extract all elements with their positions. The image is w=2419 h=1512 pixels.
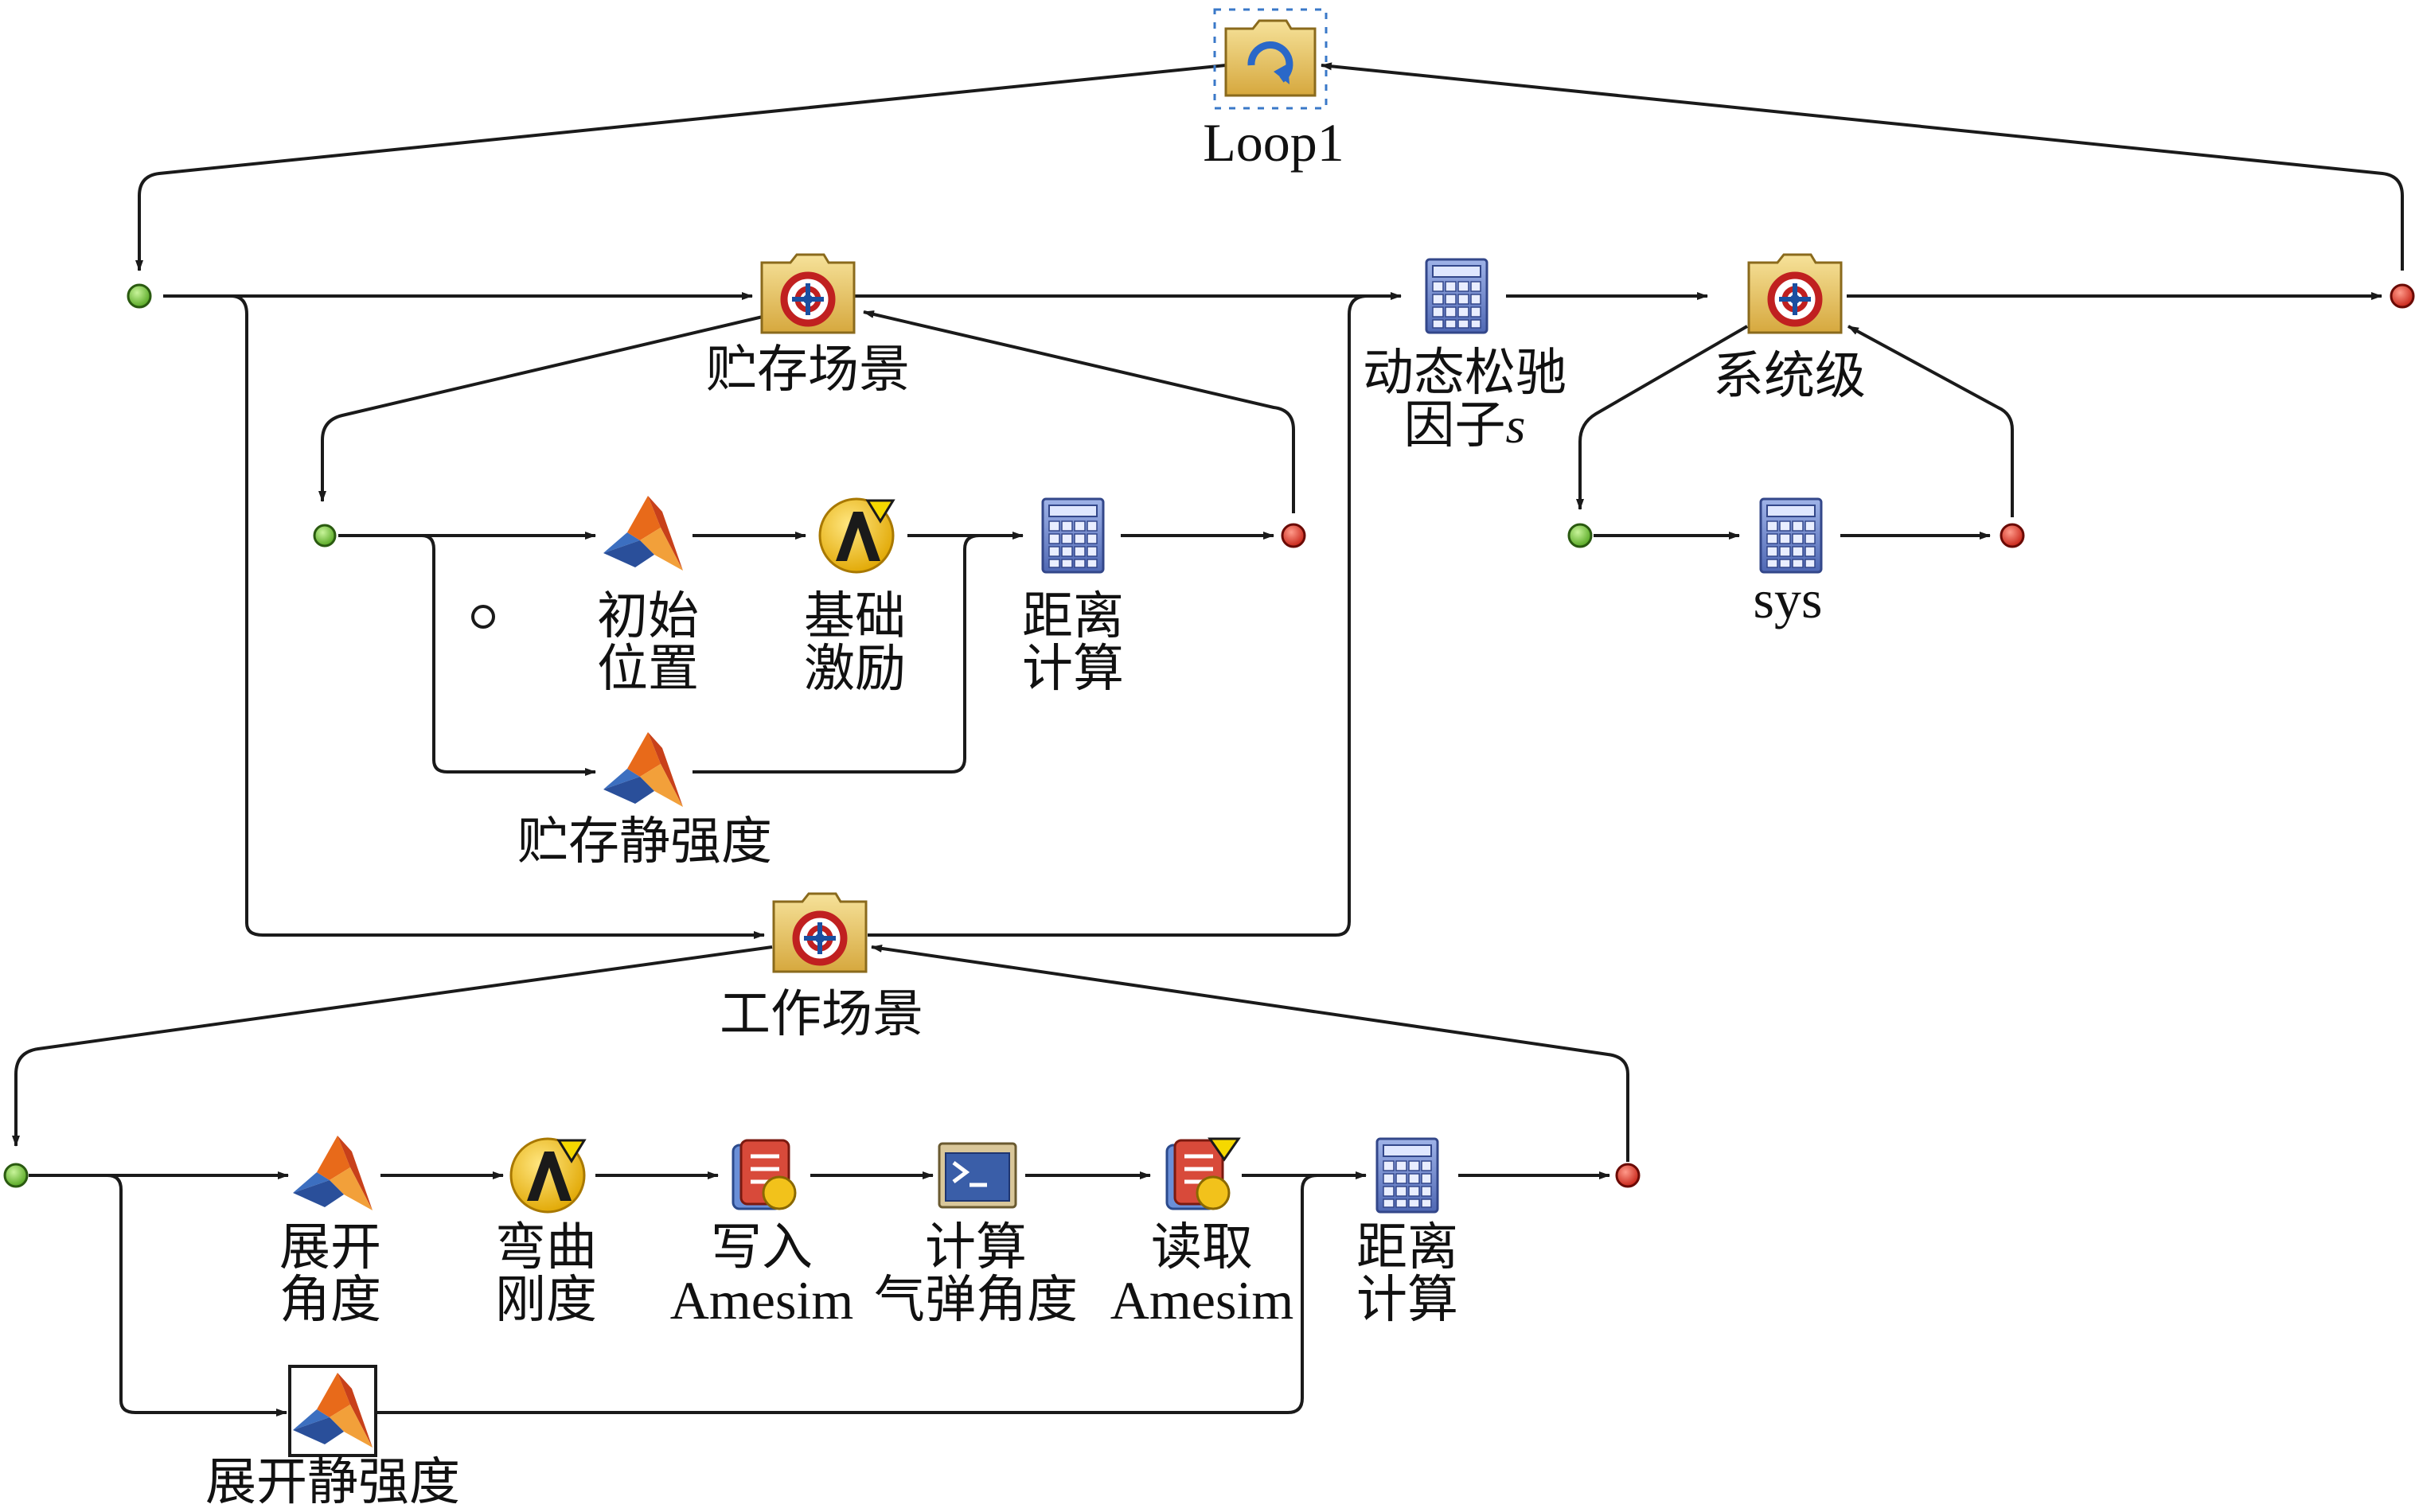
working-start-node[interactable] (3, 1163, 29, 1188)
loop-connectors (135, 62, 2404, 271)
storage-scenario-label: 贮存场景 (706, 341, 910, 399)
working-scenario-label: 工作场景 (720, 985, 923, 1044)
system-start-node[interactable] (1567, 523, 1593, 548)
sys-label: sys (1753, 569, 1823, 629)
storage-subflow-connectors (318, 310, 1295, 776)
bending-stiffness-excel-icon[interactable] (509, 1137, 586, 1214)
top-end-node[interactable] (2390, 283, 2415, 309)
storage-end-node[interactable] (1281, 523, 1306, 548)
deploy-angle-label: 展开角度 (279, 1218, 381, 1330)
dynamic-relaxation-label: 动态松驰 因子s (1363, 344, 1566, 455)
working-scenario-icon[interactable] (774, 894, 866, 972)
top-flow-connectors (163, 292, 2382, 939)
initial-position-label: 初始位置 (597, 587, 699, 699)
top-start-node[interactable] (127, 283, 152, 309)
loop-folder-icon[interactable] (1213, 8, 1328, 110)
working-end-node[interactable] (1615, 1163, 1641, 1188)
deploy-static-strength-label: 展开静强度 (205, 1453, 460, 1512)
initial-position-matlab-icon[interactable] (603, 496, 683, 571)
write-amesim-icon[interactable] (733, 1140, 795, 1209)
system-level-label: 系统级 (1713, 347, 1866, 406)
system-level-icon[interactable] (1749, 255, 1841, 333)
base-excitation-excel-icon[interactable] (818, 497, 895, 574)
system-subflow-connectors (1576, 325, 2014, 540)
storage-start-node[interactable] (313, 524, 337, 548)
base-excitation-label: 基础激励 (804, 587, 906, 699)
sys-calculator-icon[interactable] (1759, 497, 1823, 574)
storage-static-strength-matlab-icon[interactable] (603, 732, 683, 807)
storage-static-strength-label: 贮存静强度 (517, 813, 772, 871)
storage-distance-calc-label: 距离计算 (1022, 587, 1124, 699)
bending-stiffness-label: 弯曲刚度 (495, 1218, 597, 1330)
unconnected-port (471, 605, 495, 629)
read-amesim-icon[interactable] (1167, 1137, 1241, 1209)
storage-distance-calculator-icon[interactable] (1041, 497, 1105, 574)
system-end-node[interactable] (2000, 523, 2025, 548)
loop1-label: Loop1 (1203, 112, 1344, 173)
dynamic-relaxation-calculator-icon[interactable] (1425, 258, 1488, 334)
storage-scenario-icon[interactable] (762, 255, 854, 333)
working-distance-calc-label: 距离计算 (1356, 1218, 1458, 1330)
calc-gas-spring-angle-script-icon[interactable] (939, 1144, 1016, 1207)
deploy-angle-matlab-icon[interactable] (293, 1136, 373, 1210)
calc-gas-spring-angle-label: 计算气弹角度 (874, 1218, 1078, 1330)
working-distance-calculator-icon[interactable] (1375, 1137, 1439, 1214)
deploy-static-strength-matlab-icon[interactable] (288, 1365, 377, 1457)
working-subflow-connectors (12, 944, 1629, 1417)
